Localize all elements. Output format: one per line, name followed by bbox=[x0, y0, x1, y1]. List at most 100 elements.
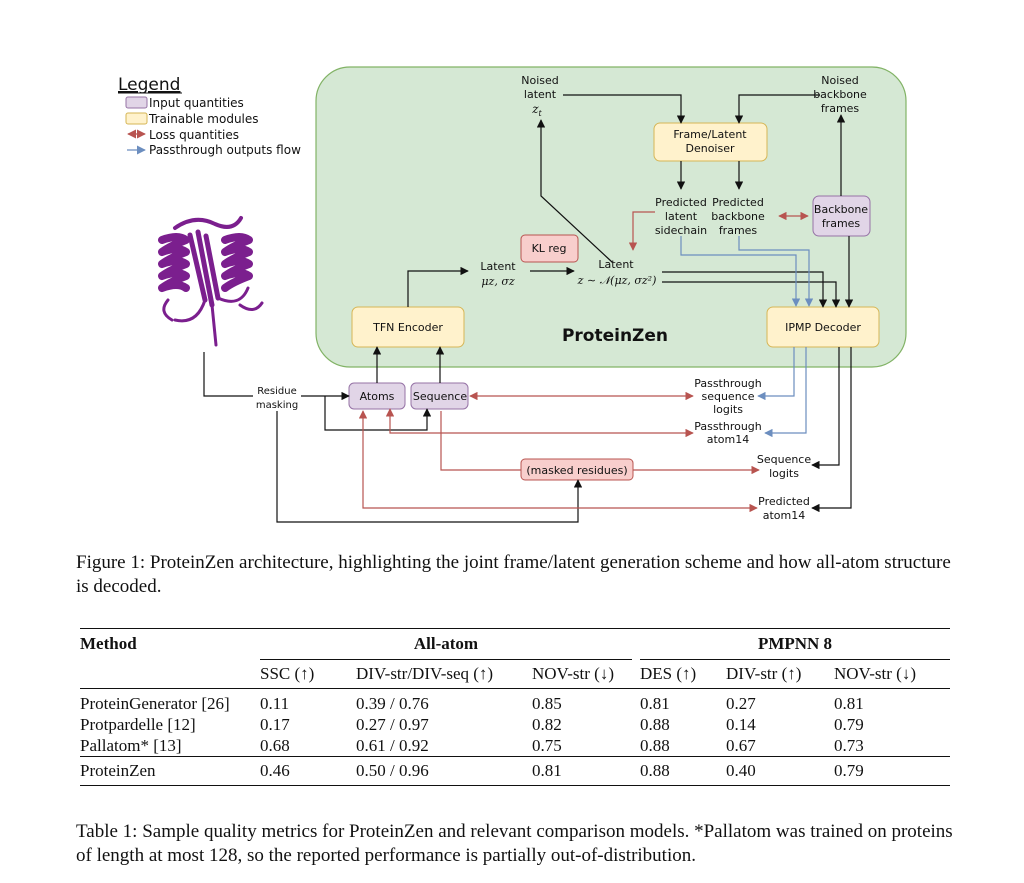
atoms-label: Atoms bbox=[360, 390, 395, 403]
denoiser-label-2: Denoiser bbox=[685, 142, 734, 155]
architecture-diagram: ProteinZen Legend Input quantities Train… bbox=[118, 66, 907, 523]
legend-item-pass: Passthrough outputs flow bbox=[149, 143, 301, 157]
svg-text:frames: frames bbox=[821, 102, 860, 115]
table-cell: 0.73 bbox=[834, 735, 864, 755]
table-cell: 0.79 bbox=[834, 714, 864, 734]
table-cell: ProteinGenerator [26] bbox=[80, 693, 230, 713]
passthrough-arrows bbox=[680, 236, 814, 438]
backbone-frames-label-1: Backbone bbox=[814, 203, 868, 216]
table-cell: 0.46 bbox=[260, 756, 356, 786]
table-cell: 0.61 / 0.92 bbox=[356, 735, 429, 755]
pt-seq-logits-label: Passthrough sequence logits bbox=[694, 377, 762, 416]
table-cell: 0.17 bbox=[260, 714, 290, 734]
predicted-backbone-label: Predicted backbone frames bbox=[711, 196, 765, 237]
svg-text:backbone: backbone bbox=[813, 88, 867, 101]
table-cell: 0.79 bbox=[834, 756, 950, 786]
svg-text:sidechain: sidechain bbox=[655, 224, 707, 237]
table-cell: 0.40 bbox=[726, 756, 834, 786]
table-cell: 0.88 bbox=[640, 756, 726, 786]
backbone-frames-box bbox=[812, 195, 871, 237]
svg-text:Predicted: Predicted bbox=[758, 495, 810, 508]
col-header: SSC (↑) bbox=[260, 659, 356, 689]
svg-text:zt: zt bbox=[531, 102, 542, 118]
legend-title: Legend bbox=[118, 75, 180, 95]
denoiser-label-1: Frame/Latent bbox=[673, 128, 747, 141]
protein-structure-illustration bbox=[158, 216, 264, 347]
legend-item-trainable: Trainable modules bbox=[148, 112, 259, 126]
table-cell: 0.81 bbox=[532, 756, 632, 786]
table-row: ProteinZen 0.46 0.50 / 0.96 0.81 0.88 0.… bbox=[80, 756, 950, 786]
legend-swatch-trainable bbox=[125, 112, 148, 125]
legend-item-input: Input quantities bbox=[149, 96, 244, 110]
latent2-label: Latent bbox=[598, 258, 634, 271]
predicted-latent-label: Predicted latent sidechain bbox=[655, 196, 707, 237]
latent-musigma: μz, σz bbox=[481, 275, 514, 288]
kl-reg-box bbox=[520, 234, 579, 263]
svg-text:Noised: Noised bbox=[521, 74, 559, 87]
residue-masking-box bbox=[253, 383, 301, 411]
table-row: Pallatom* [13] 0.68 0.61 / 0.92 0.75 0.8… bbox=[80, 735, 950, 757]
table-row: Protpardelle [12] 0.17 0.27 / 0.97 0.82 … bbox=[80, 714, 950, 735]
model-name: ProteinZen bbox=[562, 326, 668, 346]
pred-atom14-label: Predicted atom14 bbox=[758, 495, 810, 522]
svg-text:backbone: backbone bbox=[711, 210, 765, 223]
group-header-pmpnn: PMPNN 8 bbox=[640, 628, 950, 660]
method-header: Method bbox=[80, 628, 260, 660]
svg-text:Passthrough: Passthrough bbox=[694, 377, 762, 390]
svg-text:sequence: sequence bbox=[701, 390, 754, 403]
col-header: DIV-str/DIV-seq (↑) bbox=[356, 659, 532, 689]
masked-residues-label: (masked residues) bbox=[526, 464, 627, 477]
table-header-row: Method All-atom PMPNN 8 bbox=[80, 628, 950, 660]
table-cell: Pallatom* [13] bbox=[80, 735, 182, 755]
noised-backbone-label: Noised backbone frames bbox=[813, 74, 867, 115]
table-cell: 0.50 / 0.96 bbox=[356, 756, 532, 786]
legend: Legend Input quantities Trainable module… bbox=[118, 75, 301, 157]
table-cell: 0.75 bbox=[532, 735, 562, 755]
table-cell: Protpardelle [12] bbox=[80, 714, 196, 734]
col-header: DES (↑) bbox=[640, 659, 726, 689]
table-cell: 0.88 bbox=[640, 735, 670, 755]
legend-item-loss: Loss quantities bbox=[149, 128, 239, 142]
svg-text:latent: latent bbox=[524, 88, 557, 101]
kl-reg-label: KL reg bbox=[532, 242, 567, 255]
svg-text:Sequence: Sequence bbox=[757, 453, 811, 466]
table-caption: Table 1: Sample quality metrics for Prot… bbox=[76, 821, 953, 866]
group-header-all-atom: All-atom bbox=[260, 628, 632, 660]
table-row: ProteinGenerator [26] 0.11 0.39 / 0.76 0… bbox=[80, 689, 950, 715]
sequence-label: Sequence bbox=[413, 390, 467, 403]
table-cell: 0.85 bbox=[532, 693, 562, 713]
table-cell: 0.67 bbox=[726, 735, 756, 755]
loss-arrows bbox=[358, 211, 809, 513]
backbone-frames-label-2: frames bbox=[822, 217, 861, 230]
figure-caption: Figure 1: ProteinZen architecture, highl… bbox=[76, 552, 951, 597]
col-header: NOV-str (↓) bbox=[834, 659, 950, 689]
svg-text:Predicted: Predicted bbox=[655, 196, 707, 209]
svg-text:latent: latent bbox=[665, 210, 698, 223]
table-cell: 0.27 bbox=[726, 693, 756, 713]
noised-latent-label: Noised latent zt bbox=[521, 74, 559, 118]
residue-masking-label-1: Residue bbox=[257, 386, 296, 397]
pt-atom14-label: Passthrough atom14 bbox=[694, 420, 762, 446]
svg-text:frames: frames bbox=[719, 224, 758, 237]
table-cell: 0.14 bbox=[726, 714, 756, 734]
latent-label: Latent bbox=[480, 260, 516, 273]
svg-text:Passthrough: Passthrough bbox=[694, 420, 762, 433]
tfn-encoder-label: TFN Encoder bbox=[372, 321, 443, 334]
table-cell: 0.88 bbox=[640, 714, 670, 734]
residue-masking-label-2: masking bbox=[256, 400, 298, 411]
svg-text:Noised: Noised bbox=[821, 74, 859, 87]
latent2-formula: z ∼ 𝒩(μz, σz²) bbox=[577, 274, 657, 287]
denoiser-box bbox=[653, 122, 768, 162]
legend-swatch-input bbox=[125, 96, 148, 109]
table-cell: 0.82 bbox=[532, 714, 562, 734]
seq-logits-label: Sequence logits bbox=[757, 453, 811, 480]
table-cell: ProteinZen bbox=[80, 756, 260, 786]
svg-text:logits: logits bbox=[769, 467, 799, 480]
svg-text:atom14: atom14 bbox=[763, 509, 806, 522]
ipmp-decoder-label: IPMP Decoder bbox=[785, 321, 861, 334]
col-header: NOV-str (↓) bbox=[532, 659, 632, 689]
svg-text:atom14: atom14 bbox=[707, 433, 750, 446]
table-cell: 0.81 bbox=[640, 693, 670, 713]
table-cell: 0.68 bbox=[260, 735, 290, 755]
results-table: Method All-atom PMPNN 8 SSC (↑) DIV-str/… bbox=[80, 628, 950, 786]
